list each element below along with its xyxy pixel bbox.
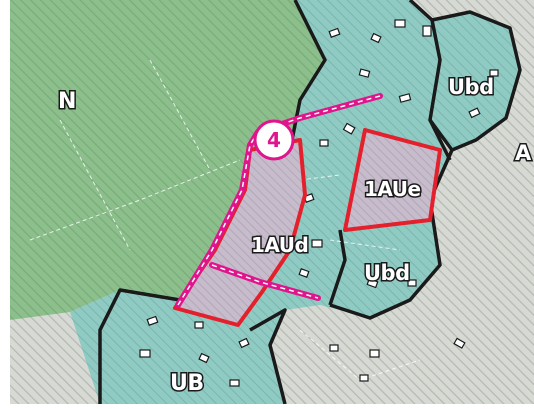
marker-circle [253,119,295,161]
zone-label-ubd-bottom: Ubd [364,261,410,285]
zone-1aue-outline[interactable] [343,128,442,232]
zone-label-1aue: 1AUe [364,177,421,201]
zone-label-ub: UB [170,371,204,396]
marker-number: 4 [267,128,281,152]
zone-label-ubd-top: Ubd [448,75,494,99]
zone-label-n: N [58,89,76,114]
site-marker[interactable]: 4 [253,119,295,161]
urban-block-top-right [430,12,520,150]
access-route-dashes [177,95,381,306]
buildings [139,19,499,387]
zone-label-edge: A [515,141,532,165]
zone-label-1aud: 1AUd [251,233,308,257]
